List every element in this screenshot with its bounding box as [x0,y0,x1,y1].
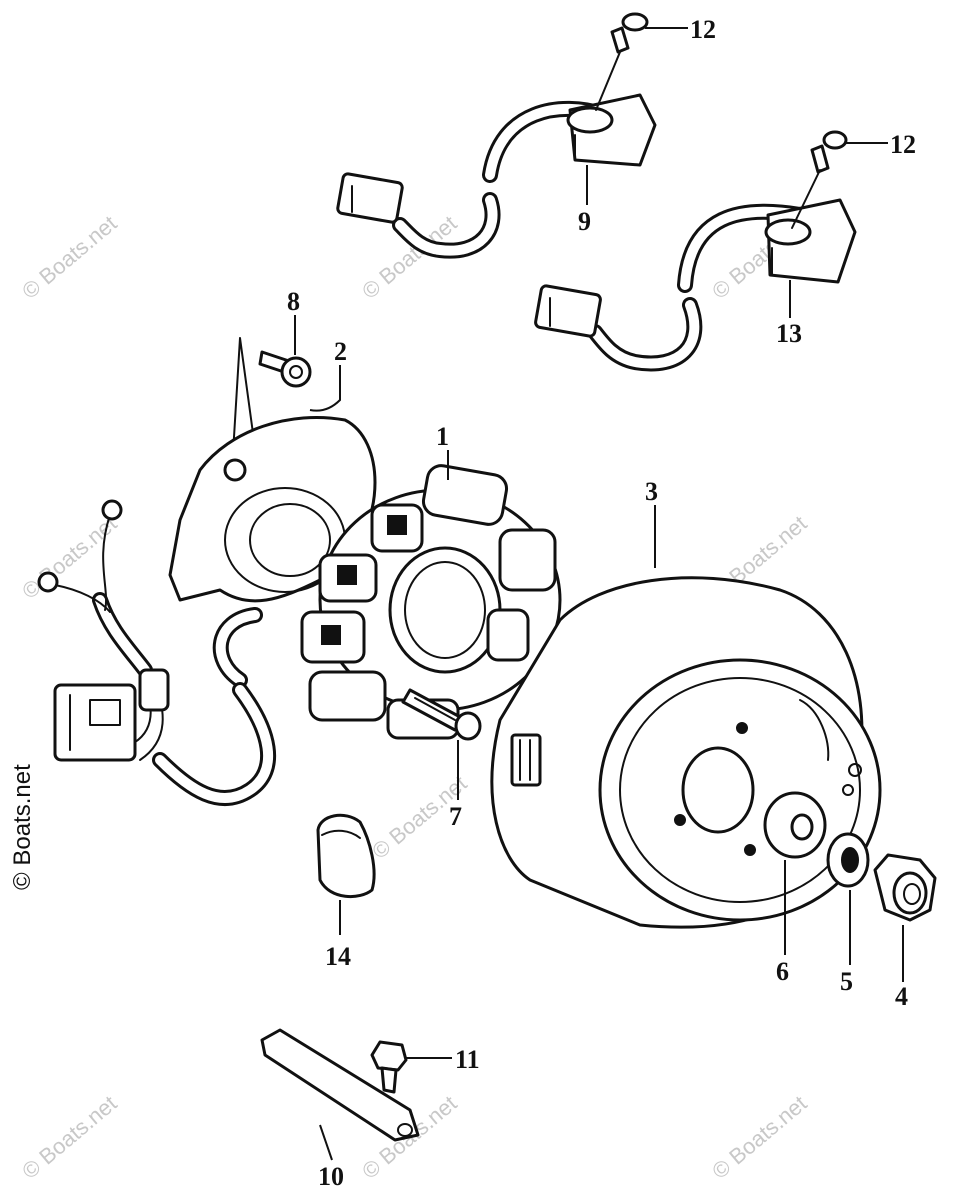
bolt-11 [370,1040,408,1094]
nut-4 [873,853,937,922]
clamp-10 [260,1028,420,1142]
pulser-coil-13 [534,130,857,372]
stator-1 [300,464,562,740]
callout-3: 3 [645,477,658,506]
callout-10: 10 [318,1162,344,1191]
callout-1: 1 [436,422,449,451]
bolt-12-second [791,130,848,229]
grommet-14 [316,813,376,899]
watermark: © Boats.net [17,211,121,304]
callout-11: 11 [455,1045,480,1074]
callout-7: 7 [449,802,462,831]
watermark: © Boats.net [707,1091,811,1184]
watermark: © Boats.net [17,1091,121,1184]
callout-12-second: 12 [890,130,916,159]
washer-6 [763,791,827,859]
callout-13: 13 [776,319,802,348]
callout-8: 8 [287,287,300,316]
callout-14: 14 [325,942,351,971]
washer-5 [826,832,870,888]
stator-base-2 [168,416,377,603]
callout-6: 6 [776,957,789,986]
leader-lines [294,27,904,1161]
callout-12-top: 12 [690,15,716,44]
callout-labels: 1 2 3 4 5 6 7 8 9 10 11 12 12 13 14 [287,15,916,1191]
callout-5: 5 [840,967,853,996]
screw-7 [401,688,482,741]
stator-wire-harness [37,499,277,807]
pulser-coil-9 [336,12,657,259]
callout-9: 9 [578,207,591,236]
callout-2: 2 [334,337,347,366]
bolt-12-top [595,12,649,111]
callout-4: 4 [895,982,908,1011]
side-watermark: © Boats.net [9,764,36,890]
